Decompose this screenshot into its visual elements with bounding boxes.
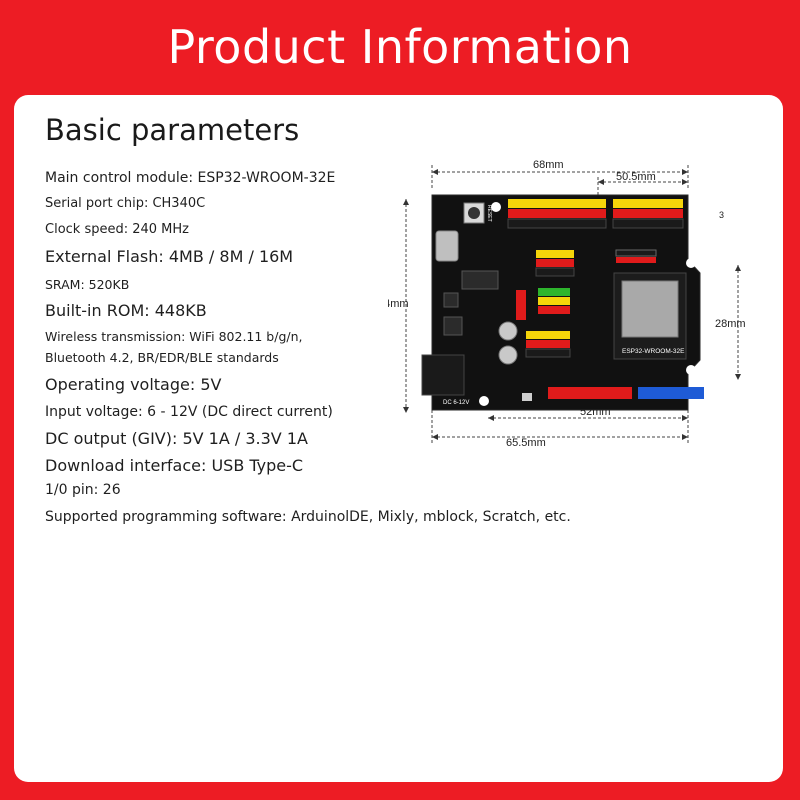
bottom-header-red	[548, 387, 632, 399]
param-built-in-rom: Built-in ROM: 448KB	[45, 301, 207, 320]
reset-label: RESET	[486, 205, 492, 222]
capacitor	[498, 321, 518, 341]
dim-small: 3	[719, 210, 724, 220]
regulator-chip	[443, 316, 463, 336]
param-operating-voltage: Operating voltage: 5V	[45, 375, 222, 394]
param-wireless-transmission-cont: Bluetooth 4.2, BR/EDR/BLE standards	[45, 350, 279, 365]
mount-hole	[479, 396, 489, 406]
param-input-voltage: Input voltage: 6 - 12V (DC direct curren…	[45, 404, 333, 420]
usb-c-port	[435, 230, 459, 262]
header-banner: Product Information	[0, 0, 800, 95]
dimension-arrows	[403, 169, 741, 440]
top-header-group	[507, 199, 684, 229]
dim-height: 54mm	[388, 298, 409, 310]
param-programming-software: Supported programming software: Arduinol…	[45, 509, 571, 525]
bottom-header-blue	[638, 387, 704, 399]
param-clock-speed: Clock speed: 240 MHz	[45, 222, 189, 237]
middle-header-group	[516, 249, 657, 358]
esp32-shield-can	[621, 280, 679, 338]
dim-bottom-width: 65.5mm	[506, 437, 546, 449]
param-dc-output: DC output (GIV): 5V 1A / 3.3V 1A	[45, 429, 308, 448]
content-card: Basic parameters Main control module: ES…	[14, 95, 783, 782]
dim-right-height: 28mm	[715, 318, 746, 330]
board-diagram: 68mm 50.5mm 54mm 28mm 52mm 65.5mm 3 RESE…	[378, 155, 776, 455]
param-serial-port-chip: Serial port chip: CH340C	[45, 196, 206, 211]
ch340c-chip	[461, 270, 499, 290]
regulator-chip	[443, 292, 459, 308]
board-svg: 68mm 50.5mm 54mm 28mm 52mm 65.5mm 3 RESE…	[378, 159, 746, 449]
mount-hole	[491, 202, 501, 212]
dim-header-width: 50.5mm	[616, 171, 656, 183]
param-main-control-module: Main control module: ESP32-WROOM-32E	[45, 170, 336, 186]
param-download-interface: Download interface: USB Type-C	[45, 456, 304, 475]
reset-button-cap	[468, 207, 480, 219]
dimension-lines	[405, 165, 739, 445]
dc-label: DC 6-12V	[443, 400, 469, 406]
mount-hole	[686, 258, 696, 268]
param-wireless-transmission: Wireless transmission: WiFi 802.11 b/g/n…	[45, 329, 303, 344]
dc-jack	[421, 354, 465, 396]
module-label: ESP32-WROOM-32E	[622, 348, 685, 355]
mount-hole	[686, 365, 696, 375]
param-external-flash: External Flash: 4MB / 8M / 16M	[45, 247, 294, 266]
param-sram: SRAM: 520KB	[45, 277, 130, 292]
page-title: Product Information	[167, 20, 633, 74]
capacitor	[498, 345, 518, 365]
dim-total-width: 68mm	[533, 159, 564, 171]
param-io-pin: 1/0 pin: 26	[45, 482, 121, 498]
smd-component	[522, 393, 532, 401]
section-title: Basic parameters	[45, 113, 300, 147]
